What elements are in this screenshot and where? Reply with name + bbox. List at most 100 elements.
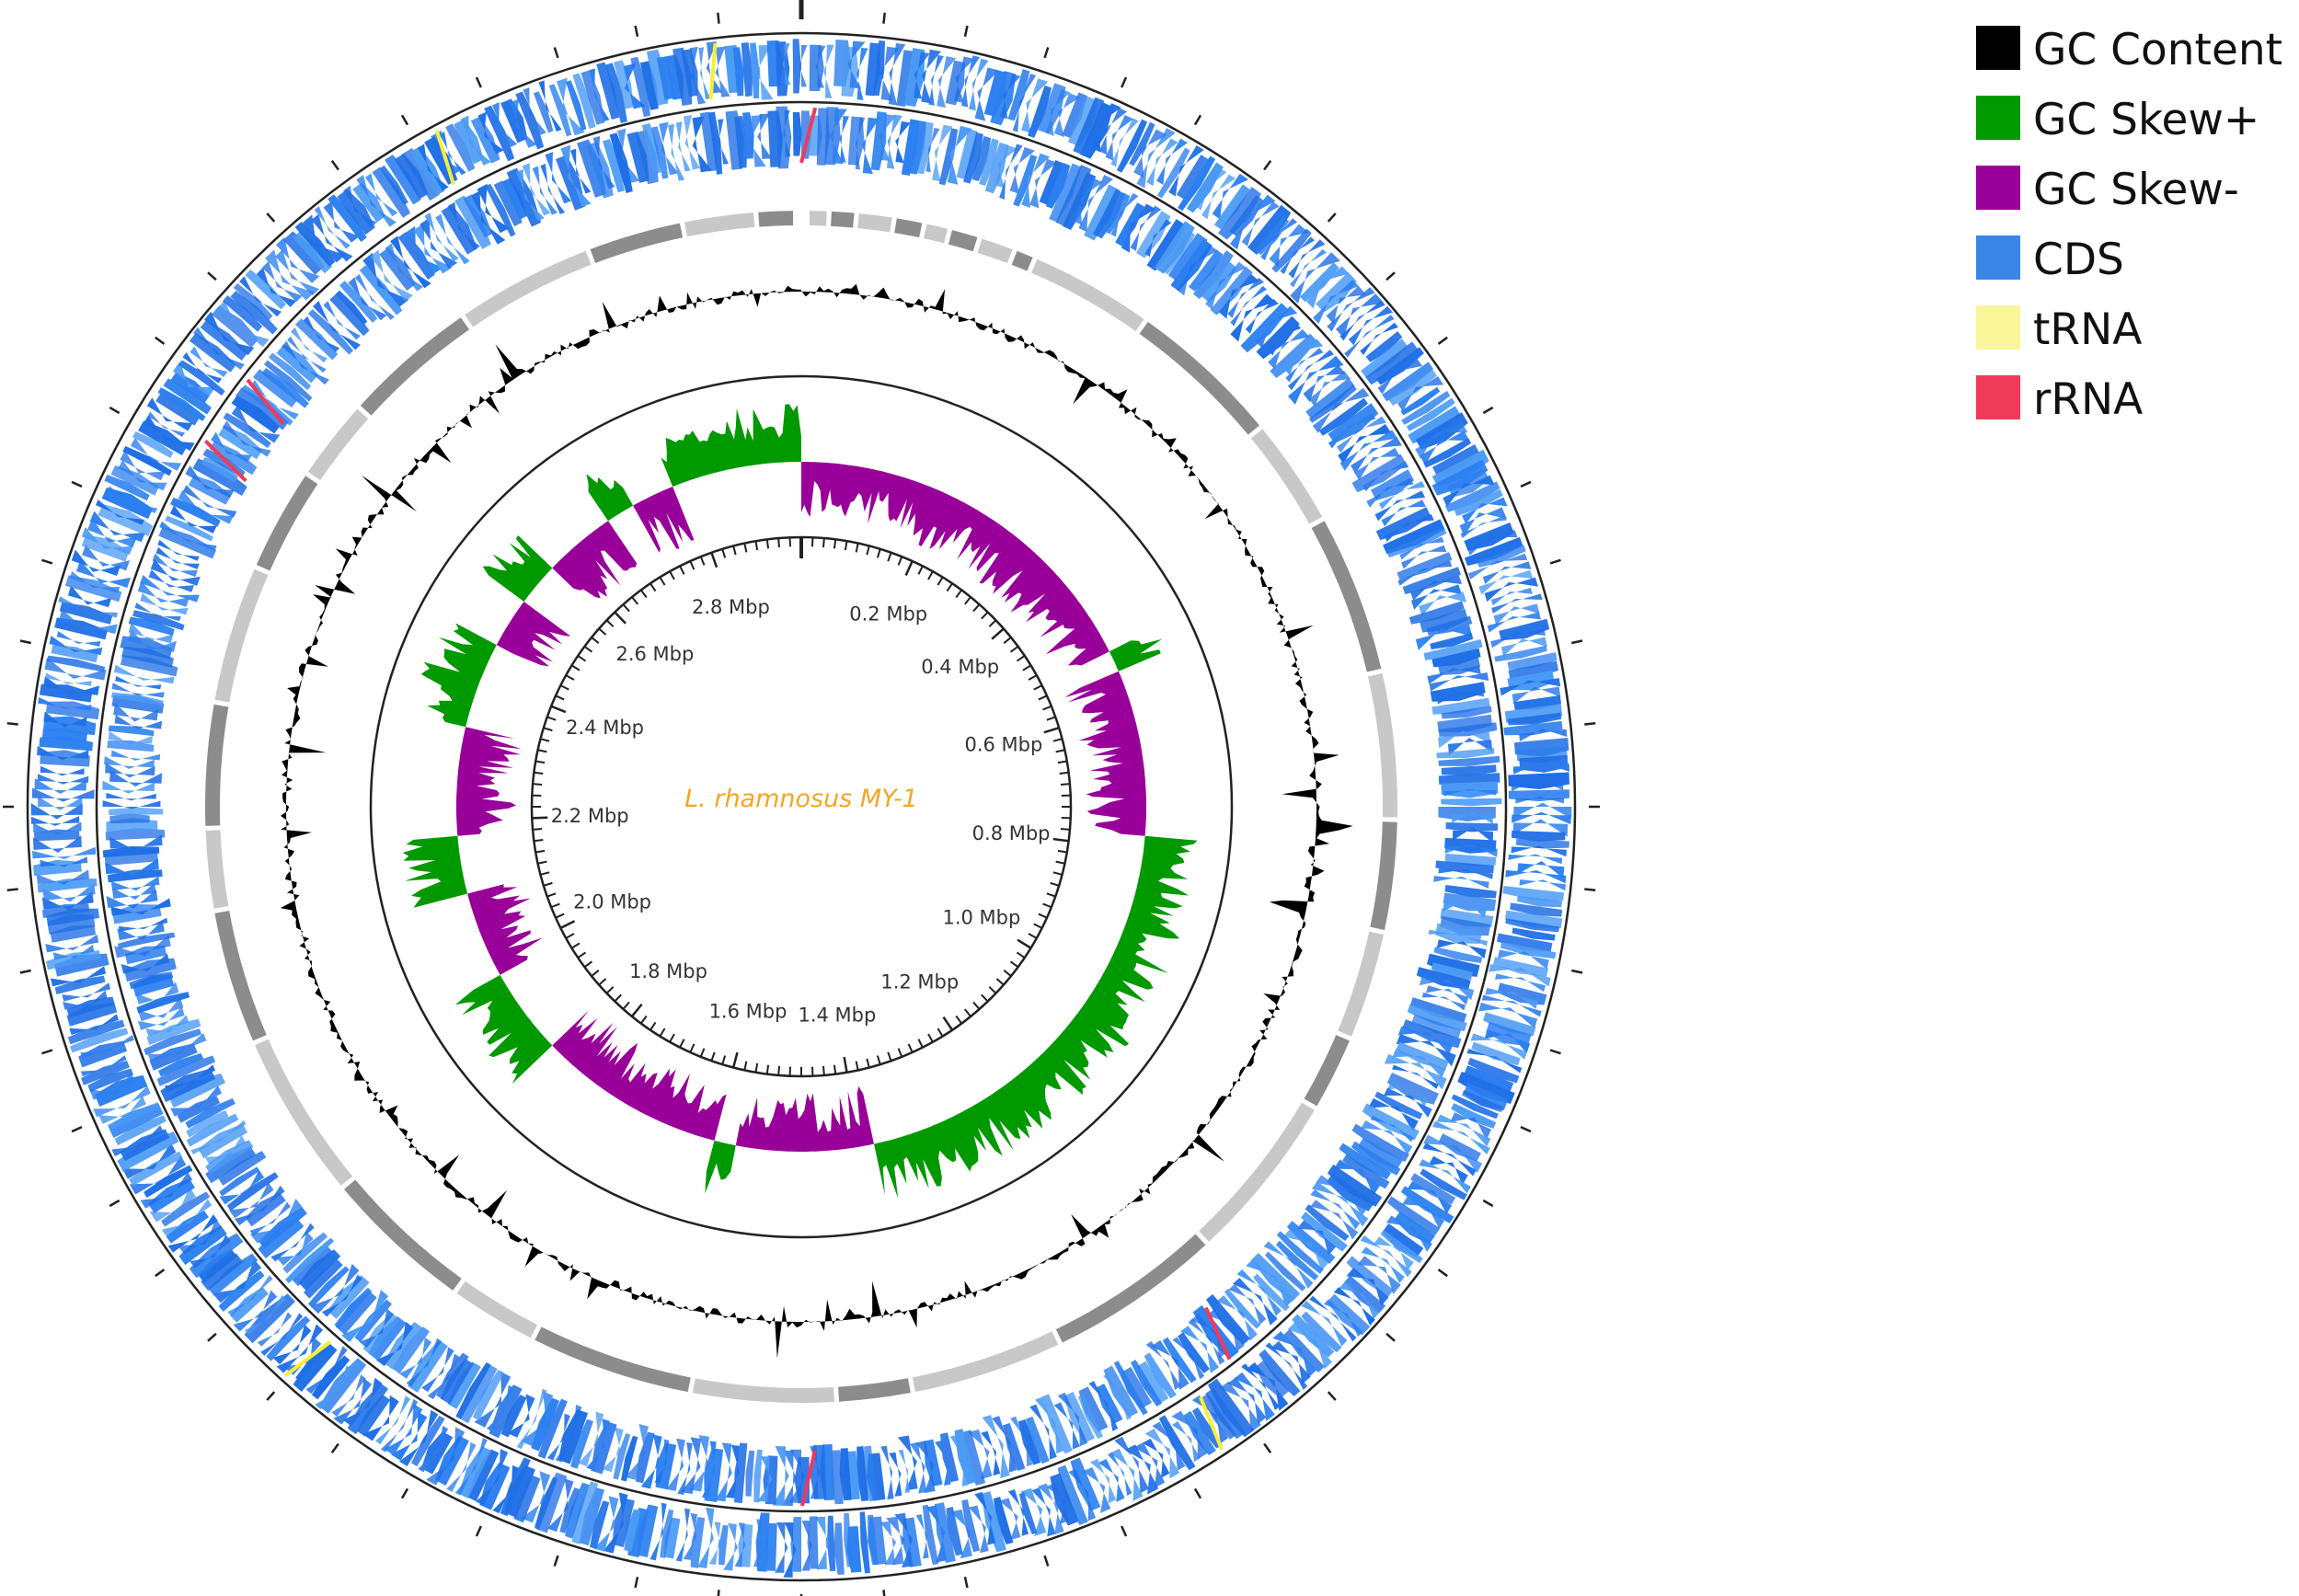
outer-cds-feature	[1178, 155, 1216, 212]
outer-cds-feature	[78, 1040, 128, 1068]
outer-cds-feature	[937, 56, 957, 109]
inner-cds-feature	[1305, 377, 1355, 419]
inner-cds-feature	[424, 212, 459, 262]
inner-cds-feature	[182, 485, 237, 518]
inner-cds-feature	[1029, 1404, 1057, 1460]
inner-cds-feature	[1049, 163, 1082, 223]
inner-cds-feature	[984, 142, 1009, 194]
inner-cds-feature	[160, 1068, 216, 1103]
inner-cds-feature	[725, 1444, 740, 1498]
inner-cds-feature	[1438, 868, 1493, 879]
outer-cds-feature	[1515, 838, 1569, 849]
outer-cds-feature	[30, 802, 83, 820]
outer-cds-feature	[815, 1516, 830, 1570]
inner-cds-feature	[155, 546, 200, 569]
scale-tick	[833, 1064, 837, 1074]
scale-tick-label: 1.8 Mbp	[629, 960, 707, 982]
scale-tick	[988, 619, 997, 627]
inner-cds-feature	[108, 730, 153, 745]
inner-cds-feature	[654, 1439, 670, 1484]
outer-cds-feature	[565, 1482, 590, 1539]
inner-cds-feature	[111, 683, 165, 698]
outer-cds-feature	[556, 77, 585, 136]
scale-tick	[537, 860, 547, 865]
outer-tick	[1043, 47, 1050, 59]
outer-cds-feature	[1499, 618, 1550, 641]
outer-cds-feature	[1508, 854, 1562, 865]
inner-cds-feature	[1444, 844, 1498, 857]
inner-cds-feature	[276, 1231, 314, 1266]
outer-cds-feature	[189, 1233, 244, 1279]
outer-cds-feature	[509, 98, 537, 148]
scale-tick	[555, 695, 565, 701]
scale-tick-label: 0.6 Mbp	[964, 734, 1042, 756]
inner-cds-feature	[1318, 397, 1368, 436]
inner-cds-feature	[1264, 1251, 1306, 1292]
outer-cds-feature	[1491, 593, 1543, 614]
inner-cds-feature	[282, 1232, 328, 1274]
inner-cds-feature	[421, 1347, 454, 1393]
inner-cds-feature	[570, 1418, 593, 1469]
inner-cds-feature	[1358, 1137, 1403, 1170]
inner-cds-feature	[292, 1246, 334, 1287]
outer-cds-feature	[1269, 224, 1309, 268]
outer-cds-feature	[1431, 444, 1480, 477]
scale-major-tick	[1052, 837, 1069, 843]
outer-cds-feature	[732, 47, 744, 97]
inner-cds-feature	[1396, 1041, 1449, 1071]
inner-cds-feature	[1308, 385, 1357, 423]
outer-cds-feature	[1365, 331, 1403, 362]
outer-cds-feature	[1186, 162, 1224, 213]
inner-cds-feature	[205, 1146, 257, 1184]
inner-cds-feature	[1419, 975, 1475, 1001]
inner-cds-feature	[385, 243, 424, 292]
inner-cds-feature	[1429, 672, 1489, 692]
outer-cds-feature	[454, 1438, 488, 1496]
outer-cds-feature	[1400, 1186, 1454, 1223]
outer-cds-feature	[357, 1395, 391, 1437]
outer-cds-feature	[1467, 1057, 1520, 1084]
inner-cds-feature	[188, 475, 232, 505]
outer-cds-feature	[1420, 1168, 1467, 1200]
outer-cds-feature	[108, 1102, 160, 1131]
scale-tick	[981, 993, 989, 1003]
outer-cds-feature	[926, 1505, 948, 1563]
inner-cds-feature	[772, 1446, 789, 1506]
inner-cds-feature	[1308, 371, 1351, 408]
outer-cds-feature	[64, 575, 122, 603]
inner-cds-feature	[339, 281, 378, 323]
outer-tick	[155, 336, 166, 345]
inner-cds-feature	[228, 1182, 274, 1219]
inner-cds-feature	[1256, 316, 1300, 360]
inner-cds-feature	[1371, 469, 1415, 501]
inner-cds-feature	[1053, 1402, 1080, 1450]
scale-tick	[844, 541, 848, 551]
outer-cds-feature	[1406, 397, 1455, 431]
outer-cds-feature	[380, 1399, 419, 1452]
outer-cds-feature	[969, 1505, 989, 1554]
outer-cds-feature	[1388, 369, 1437, 406]
outer-cds-feature	[1038, 83, 1066, 134]
inner-cds-feature	[102, 799, 161, 809]
outer-cds-feature	[856, 48, 868, 100]
inner-cds-feature	[282, 340, 329, 385]
inner-cds-feature	[1288, 355, 1344, 405]
outer-cds-feature	[1495, 973, 1546, 993]
outer-cds-feature	[458, 1446, 491, 1498]
outer-cds-feature	[190, 346, 228, 377]
outer-cds-feature	[54, 975, 106, 994]
scale-tick	[546, 892, 557, 898]
outer-cds-feature	[500, 1457, 531, 1517]
inner-cds-feature	[586, 142, 614, 199]
inner-cds-feature	[1296, 1220, 1337, 1256]
inner-cds-feature	[603, 139, 625, 193]
inner-cds-feature	[1444, 885, 1497, 899]
contig-segment	[809, 211, 827, 226]
contig-segment	[465, 250, 592, 327]
outer-cds-feature	[1490, 587, 1533, 606]
scale-tick	[1033, 923, 1043, 929]
outer-tick	[400, 1487, 409, 1499]
inner-cds-feature	[375, 1321, 414, 1367]
inner-cds-feature	[1433, 947, 1483, 963]
